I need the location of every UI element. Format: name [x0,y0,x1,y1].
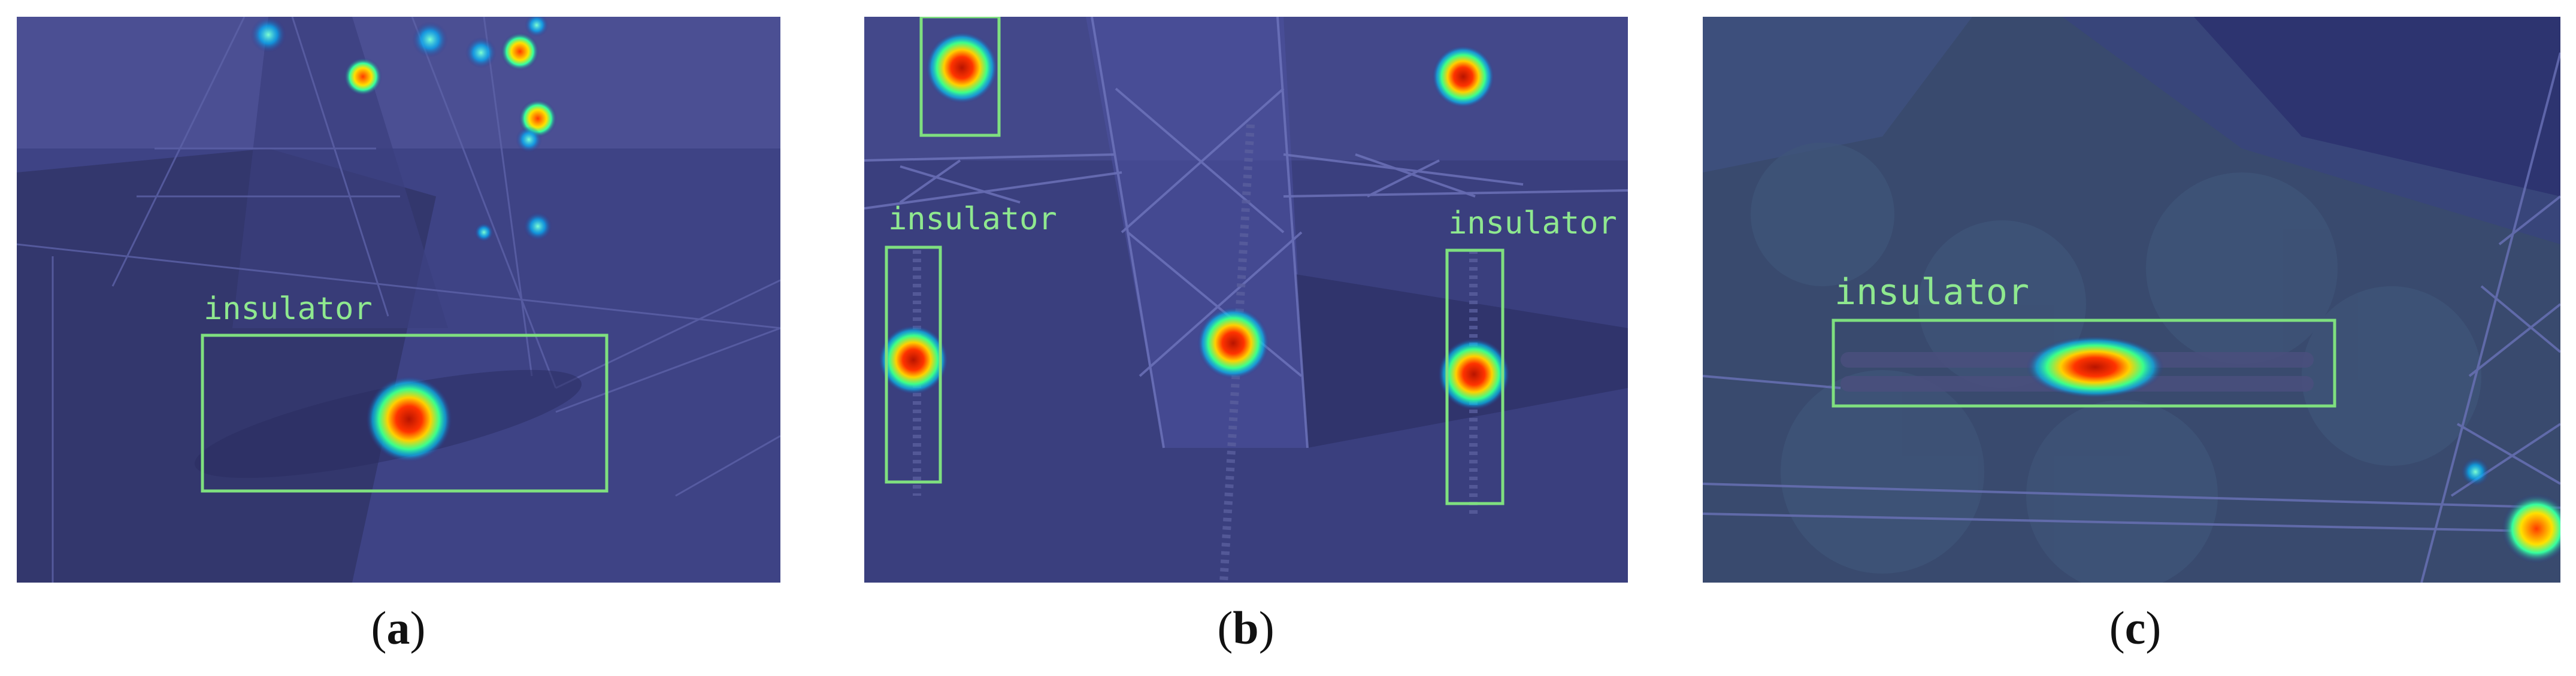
heatmap-image-a: insulator [17,17,780,583]
panel-c: insulator [1703,17,2560,583]
detection-box-b-left [885,245,942,484]
caption-a: (a) [371,602,426,654]
panel-b: insulator insulator [864,17,1628,583]
heatmap-image-c: insulator [1703,17,2560,583]
detection-box-b-top [919,17,1001,137]
detection-box-b-right [1445,248,1505,505]
caption-b: (b) [1217,602,1275,654]
detection-label-b-left: insulator [888,201,1057,237]
detection-box-c [1832,319,2336,408]
detection-label-b-right: insulator [1448,205,1617,241]
caption-c: (c) [2109,602,2162,654]
detection-label-c: insulator [1835,271,2029,313]
detection-label-a: insulator [204,291,373,327]
panel-a: insulator [17,17,780,583]
heatmap-image-b: insulator insulator [864,17,1628,583]
detection-box-a [201,334,609,493]
